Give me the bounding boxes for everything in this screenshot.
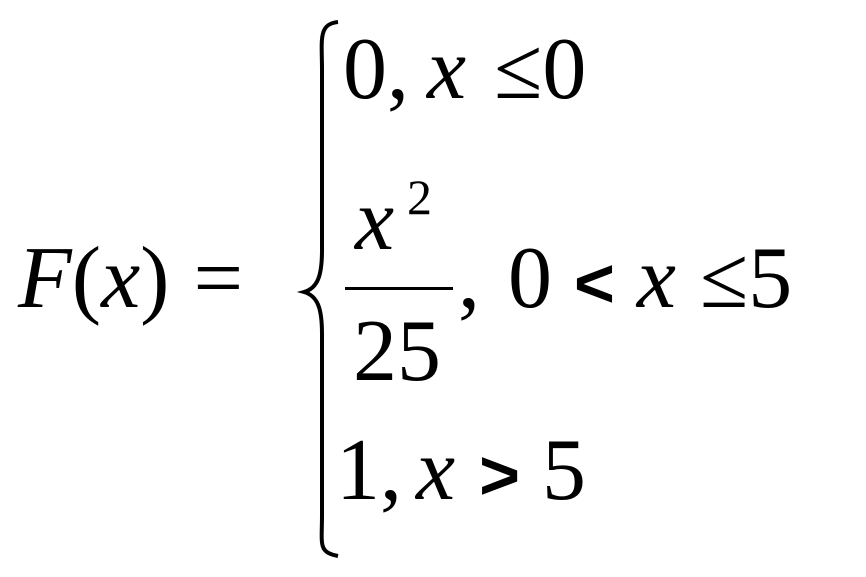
numerator-variable: x xyxy=(355,172,395,269)
fraction-bar xyxy=(345,287,453,290)
close-paren: ) xyxy=(140,230,170,327)
case1-variable: x xyxy=(427,21,467,118)
open-paren: ( xyxy=(71,230,102,327)
equals-sign: = xyxy=(193,230,244,327)
case2-relation-le: ≤ xyxy=(699,230,749,327)
case2-relation-lt: < xyxy=(574,244,615,322)
case1-value: 0, xyxy=(343,21,409,118)
formula-lhs: F(x)= xyxy=(18,235,243,323)
case3-relation: > xyxy=(479,436,520,514)
case-2-condition: ,0<x≤5 xyxy=(458,235,792,323)
denominator: 25 xyxy=(353,303,441,400)
case3-bound: 5 xyxy=(541,422,586,519)
case-3: 1,x>5 xyxy=(336,427,586,515)
lhs-variable: x xyxy=(101,230,141,327)
case3-variable: x xyxy=(416,422,456,519)
case2-lower: 0 xyxy=(508,230,552,327)
exponent: 2 xyxy=(407,169,432,225)
case2-upper: 5 xyxy=(748,230,793,327)
case2-comma: , xyxy=(458,230,480,327)
case3-value: 1, xyxy=(336,422,402,519)
case2-variable: x xyxy=(636,230,676,327)
case1-relation: ≤ xyxy=(494,21,543,118)
case1-bound: 0 xyxy=(542,21,587,118)
case-1: 0,x≤0 xyxy=(343,26,586,114)
function-name: F xyxy=(18,230,72,327)
